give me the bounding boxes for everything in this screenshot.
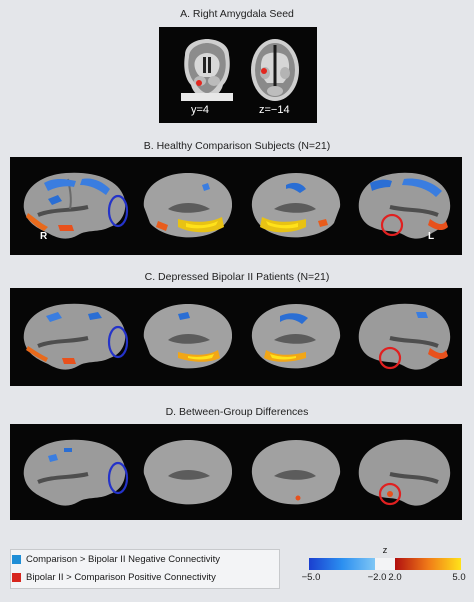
legend-item-negative: Comparison > Bipolar II Negative Connect…	[12, 552, 220, 566]
left-lateral-brain-b	[356, 169, 456, 250]
legend-label-negative: Comparison > Bipolar II Negative Connect…	[26, 553, 221, 565]
panel-d-title: D. Between-Group Differences	[165, 406, 309, 418]
panel-b-healthy: R L	[10, 157, 462, 255]
left-lateral-brain-c	[356, 300, 456, 381]
legend-box	[10, 549, 280, 589]
colorbar-negative	[309, 558, 375, 570]
colorbar-tick-pos5: 5.0	[452, 572, 466, 583]
colorbar-gap	[375, 558, 395, 570]
panel-a-title: A. Right Amygdala Seed	[180, 8, 294, 20]
left-medial-brain-c	[246, 300, 346, 381]
left-hemisphere-label: L	[428, 231, 435, 242]
colorbar-tick-neg2: −2.0	[367, 572, 387, 583]
legend-swatch-blue	[12, 554, 21, 564]
legend-swatch-red	[12, 572, 21, 582]
colorbar-tick-neg5: −5.0	[301, 572, 321, 583]
legend-label-positive: Bipolar II > Comparison Positive Connect…	[26, 571, 216, 583]
panel-c-title: C. Depressed Bipolar II Patients (N=21)	[144, 271, 330, 283]
panel-c-bipolar	[10, 288, 462, 386]
legend-item-positive: Bipolar II > Comparison Positive Connect…	[12, 570, 216, 584]
left-medial-brain-d	[246, 436, 346, 517]
panel-b-title: B. Healthy Comparison Subjects (N=21)	[143, 140, 331, 152]
colorbar-tick-pos2: 2.0	[388, 572, 402, 583]
axial-slice-label: z=−14	[259, 104, 290, 116]
panel-a-seed: y=4 z=−14	[159, 27, 317, 123]
right-medial-brain-b	[138, 169, 238, 250]
right-medial-brain-c	[138, 300, 238, 381]
colorbar-title: z	[382, 545, 388, 556]
axial-slice-image	[249, 37, 301, 103]
left-medial-brain-b	[246, 169, 346, 250]
right-lateral-brain-c	[18, 300, 130, 381]
coronal-slice-image	[177, 37, 237, 101]
right-medial-brain-d	[138, 436, 238, 517]
right-lateral-brain-b	[18, 169, 130, 250]
panel-d-differences	[10, 424, 462, 520]
left-lateral-brain-d	[356, 436, 456, 517]
coronal-slice-label: y=4	[191, 104, 210, 116]
colorbar	[309, 558, 461, 570]
colorbar-positive	[395, 558, 461, 570]
right-lateral-brain-d	[18, 436, 130, 517]
right-hemisphere-label: R	[40, 231, 48, 242]
